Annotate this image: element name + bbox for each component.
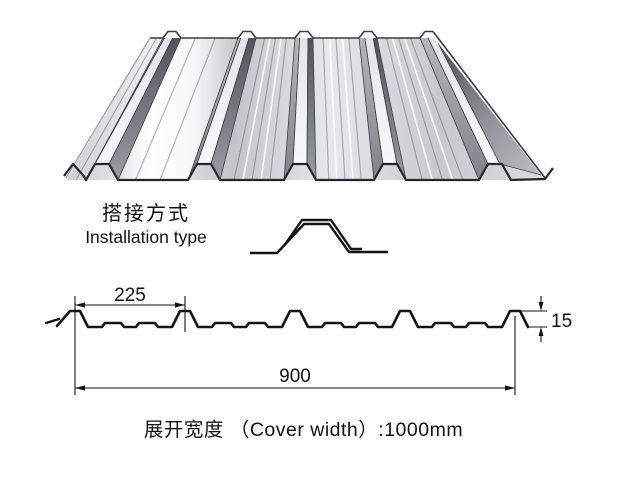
installation-type-label-en: Installation type — [85, 226, 207, 247]
roof-sheet-3d-illustration — [63, 30, 554, 182]
extension-lines — [74, 296, 516, 395]
pan-sheen-lines — [242, 38, 454, 180]
ribs — [85, 38, 545, 180]
dimension-cover-width: 900 — [75, 366, 515, 391]
under-sheet-profile — [250, 222, 388, 255]
pan-highlight — [118, 38, 238, 180]
sheet-back-edge — [150, 30, 433, 39]
cross-section-drawing: 225 900 15 — [44, 285, 572, 395]
dimension-rib-spacing: 225 — [75, 285, 185, 308]
sheet-right-edge — [432, 31, 546, 179]
over-sheet-profile — [283, 218, 362, 251]
dimension-cover-width-value: 900 — [279, 366, 311, 387]
dimension-rib-height-value: 15 — [551, 311, 572, 332]
sheet-left-edge — [65, 37, 151, 179]
lap-joint-profile-drawing — [250, 218, 388, 255]
installation-type-label: 搭接方式 Installation type — [70, 203, 222, 247]
sheet-front-edge — [63, 162, 554, 182]
cover-width-caption: 展开宽度 （Cover width）:1000mm — [143, 419, 464, 441]
left-edge-lip — [44, 317, 61, 325]
installation-type-label-zh: 搭接方式 — [102, 203, 190, 225]
dimension-rib-height: 15 — [521, 296, 572, 342]
pan-stiffener-lines — [75, 38, 464, 180]
dimension-rib-spacing-value: 225 — [114, 285, 146, 306]
sheet-profile-outline — [55, 309, 530, 329]
